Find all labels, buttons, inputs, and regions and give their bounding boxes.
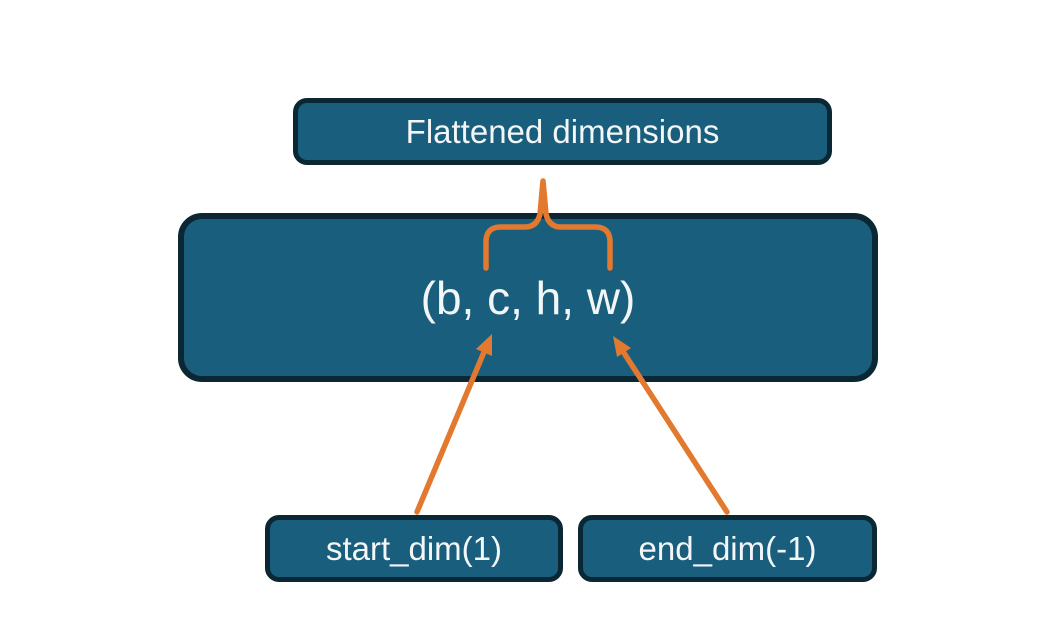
start-dim-node: start_dim(1): [265, 515, 563, 582]
tensor-shape-node: (b, c, h, w): [178, 213, 878, 382]
end-dim-node: end_dim(-1): [578, 515, 877, 582]
flattened-dimensions-node: Flattened dimensions: [293, 98, 832, 165]
